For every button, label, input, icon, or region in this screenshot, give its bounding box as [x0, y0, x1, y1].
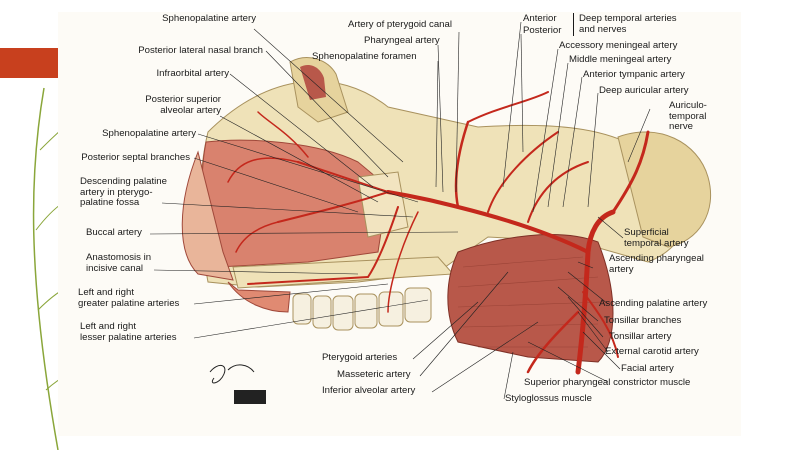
label-posterior-superior-alveolar: Posterior superior alveolar artery	[145, 94, 221, 116]
label-external-carotid: External carotid artery	[605, 346, 699, 357]
label-pterygoid-arteries: Pterygoid arteries	[322, 352, 398, 363]
label-ascending-pharyngeal: Ascending pharyngeal artery	[609, 253, 704, 275]
label-middle-meningeal: Middle meningeal artery	[569, 54, 672, 65]
label-deep-temporal: Deep temporal arteries and nerves	[579, 13, 677, 35]
label-infraorbital-artery: Infraorbital artery	[156, 68, 229, 79]
label-bracket	[573, 13, 574, 36]
label-tonsillar-artery: Tonsillar artery	[609, 331, 672, 342]
label-deep-auricular: Deep auricular artery	[599, 85, 689, 96]
leader-lines	[149, 21, 651, 400]
label-greater-palatine: Left and right greater palatine arteries	[78, 287, 180, 309]
label-superior-pharyngeal-constrictor: Superior pharyngeal constrictor muscle	[524, 377, 691, 388]
label-inferior-alveolar: Inferior alveolar artery	[322, 385, 416, 396]
frontal-sinus	[300, 65, 326, 100]
label-tonsillar-branches: Tonsillar branches	[604, 315, 682, 326]
label-posterior: Posterior	[523, 25, 562, 36]
netter-signature	[209, 364, 266, 404]
label-auriculotemporal-nerve: Auriculo- temporal nerve	[669, 100, 707, 132]
anatomy-illustration	[149, 21, 712, 404]
label-sphenopalatine-artery-mid: Sphenopalatine artery	[102, 128, 196, 139]
label-styloglossus: Styloglossus muscle	[505, 393, 592, 404]
accent-bar	[0, 48, 58, 78]
nose	[181, 150, 234, 281]
label-anastomosis: Anastomosis in incisive canal	[86, 252, 152, 274]
label-posterior-lateral-nasal-branch: Posterior lateral nasal branch	[138, 45, 263, 56]
label-ascending-palatine: Ascending palatine artery	[599, 298, 708, 309]
label-sphenopalatine-artery-top: Sphenopalatine artery	[162, 13, 256, 24]
label-descending-palatine: Descending palatine artery in pterygo- p…	[80, 176, 167, 208]
label-accessory-meningeal: Accessory meningeal artery	[559, 40, 678, 51]
pharyngeal-muscles	[447, 234, 614, 363]
label-facial-artery: Facial artery	[621, 363, 674, 374]
label-sphenopalatine-foramen: Sphenopalatine foramen	[312, 51, 417, 62]
label-masseteric: Masseteric artery	[337, 369, 411, 380]
anatomy-figure: Sphenopalatine artery Posterior lateral …	[58, 12, 741, 436]
label-buccal-artery: Buccal artery	[86, 227, 142, 238]
label-superficial-temporal: Superficial temporal artery	[624, 227, 689, 249]
teeth	[292, 287, 432, 331]
maxillary-artery-tree	[227, 91, 650, 375]
label-lesser-palatine: Left and right lesser palatine arteries	[80, 321, 177, 343]
label-posterior-septal-branches: Posterior septal branches	[81, 152, 190, 163]
label-anterior: Anterior	[523, 13, 557, 24]
label-pharyngeal-artery: Pharyngeal artery	[364, 35, 440, 46]
label-anterior-tympanic: Anterior tympanic artery	[583, 69, 685, 80]
label-artery-pterygoid-canal: Artery of pterygoid canal	[348, 19, 452, 30]
